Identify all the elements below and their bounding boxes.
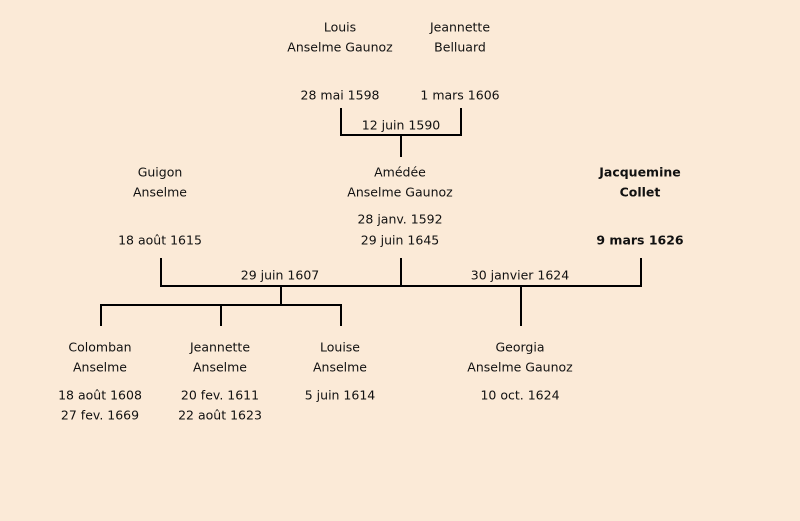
birth-date: 28 mai 1598 bbox=[300, 87, 380, 103]
birth-date: 20 fev. 1611 bbox=[180, 387, 260, 403]
death-date: 29 juin 1645 bbox=[360, 232, 440, 248]
union-line-amedee-spouses bbox=[160, 258, 642, 287]
first-name: Guigon bbox=[137, 164, 183, 180]
last-name: Anselme bbox=[132, 184, 188, 200]
first-name: Georgia bbox=[495, 339, 545, 355]
marriage-date: 29 juin 1607 bbox=[240, 267, 320, 283]
last-name: Collet bbox=[619, 184, 661, 200]
birth-date: 18 août 1608 bbox=[58, 387, 142, 403]
last-name: Anselme bbox=[312, 359, 368, 375]
first-name: Jacquemine bbox=[599, 164, 681, 180]
last-name: Belluard bbox=[434, 39, 486, 55]
union-line-louis-jeannette bbox=[340, 108, 462, 157]
first-name: Jeannette bbox=[189, 339, 251, 355]
birth-date: 9 mars 1626 bbox=[596, 232, 684, 248]
children-line-guigon-amedee bbox=[100, 286, 342, 326]
last-name: Anselme Gaunoz bbox=[287, 39, 393, 55]
birth-date: 5 juin 1614 bbox=[304, 387, 376, 403]
birth-date: 1 mars 1606 bbox=[420, 87, 500, 103]
last-name: Anselme bbox=[72, 359, 128, 375]
birth-date: 10 oct. 1624 bbox=[480, 387, 560, 403]
last-name: Anselme Gaunoz bbox=[467, 359, 573, 375]
birth-date: 28 janv. 1592 bbox=[357, 211, 443, 227]
marriage-date: 12 juin 1590 bbox=[361, 117, 441, 133]
birth-date: 18 août 1615 bbox=[118, 232, 202, 248]
first-name: Louis bbox=[323, 19, 357, 35]
death-date: 27 fev. 1669 bbox=[60, 407, 140, 423]
last-name: Anselme bbox=[192, 359, 248, 375]
first-name: Amédée bbox=[374, 164, 426, 180]
last-name: Anselme Gaunoz bbox=[347, 184, 453, 200]
first-name: Louise bbox=[320, 339, 360, 355]
first-name: Jeannette bbox=[429, 19, 491, 35]
marriage-date: 30 janvier 1624 bbox=[470, 267, 570, 283]
first-name: Colomban bbox=[68, 339, 132, 355]
death-date: 22 août 1623 bbox=[178, 407, 262, 423]
